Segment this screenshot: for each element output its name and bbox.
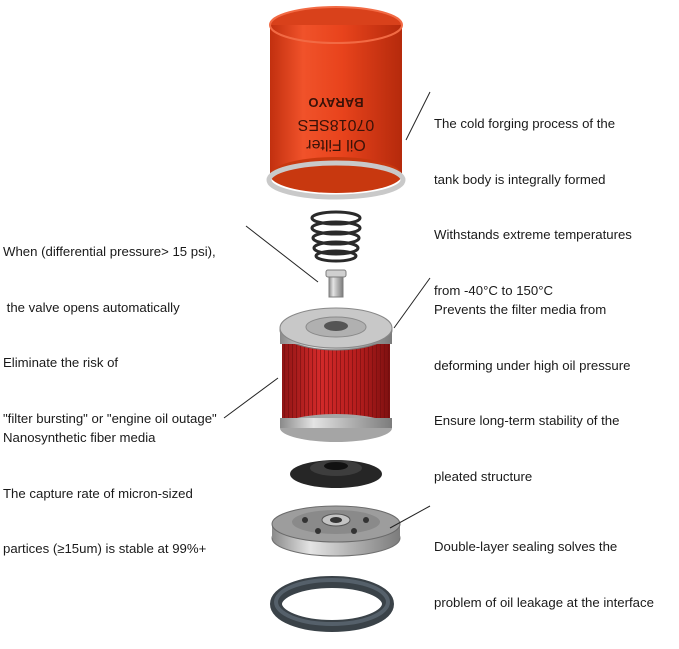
callout-line: deforming under high oil pressure [434,357,631,373]
callout-line: Ensure long-term stability of the [434,413,620,428]
callout-line: Nanosynthetic fiber media [3,430,156,445]
filter-element [279,307,393,442]
bypass-spring [310,210,362,263]
callout-line: Eliminate the risk of [3,355,119,370]
leader-line-tank [405,91,431,141]
callout-support-frame: Prevents the filter media from deforming… [434,264,630,523]
callout-line: problem of oil leakage at the interface [434,594,654,610]
filter-label-line1: Oil Filter [306,136,366,153]
callout-line: tank body is integrally formed [434,171,606,187]
brand-logo-text: BARAYO [308,95,363,110]
leader-line-media [223,377,279,419]
oil-filter-canister: Oil Filter 07018SES BARAYO [266,6,406,200]
o-ring-gasket [270,576,394,632]
callout-tank-body: The cold forging process of the tank bod… [434,78,632,337]
callout-line: partices (≥15um) is stable at 99%+ [3,541,207,556]
filter-label-line2: 07018SES [298,116,375,133]
callout-line: The cold forging process of the [434,116,616,131]
leader-line-frame [393,277,431,329]
leader-line-valve [245,225,319,283]
callout-line: Prevents the filter media from [434,302,607,317]
callout-double-seal: Double-layer sealing solves the problem … [434,501,654,649]
base-plate [271,505,401,557]
callout-line: from -40°C to 150°C [434,282,554,298]
callout-filter-media: Nanosynthetic fiber media The capture ra… [3,392,206,596]
rubber-seal [290,460,382,488]
callout-line: pleated structure [434,468,533,484]
leader-line-seal [389,505,431,529]
callout-line: Withstands extreme temperatures [434,227,632,242]
callout-line: the valve opens automatically [3,299,180,315]
callout-line: "filter bursting" or "engine oil outage" [3,410,217,426]
callout-line: Double-layer sealing solves the [434,539,618,554]
bypass-valve [325,269,347,298]
callout-line: The capture rate of micron-sized [3,485,193,501]
callout-line: When (differential pressure> 15 psi), [3,244,216,259]
callout-bypass-valve: When (differential pressure> 15 psi), th… [3,206,217,465]
